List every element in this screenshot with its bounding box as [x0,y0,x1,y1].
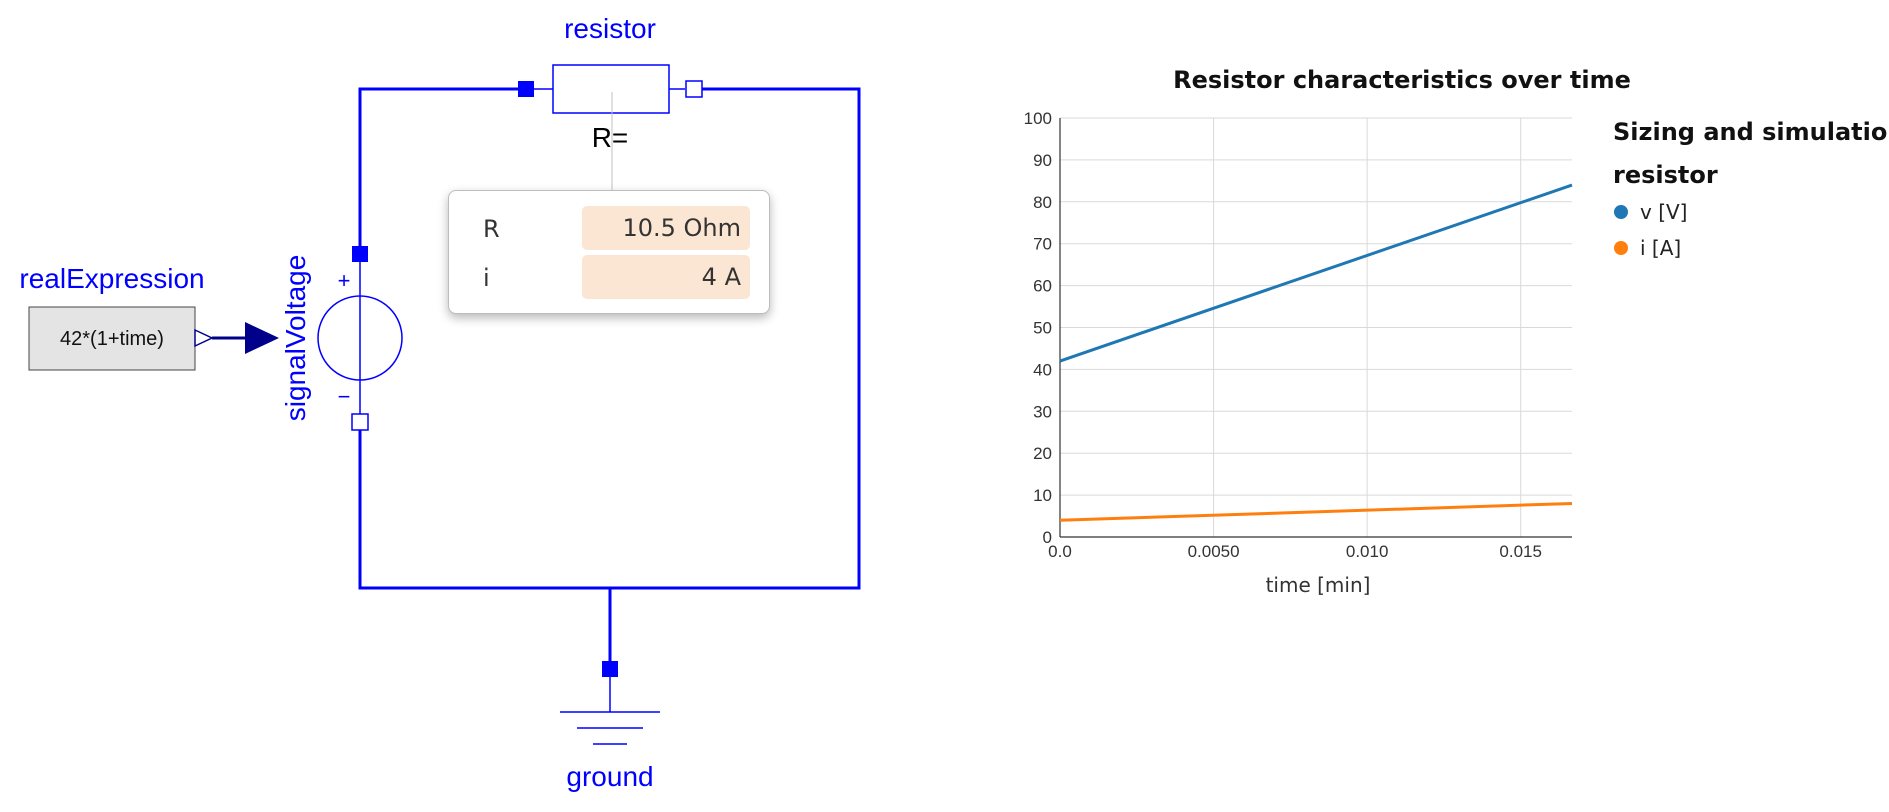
real-expression-output-icon [194,328,214,348]
y-tick-label: 70 [1033,235,1052,254]
y-tick-label: 0 [1043,528,1052,547]
y-tick-label: 100 [1024,109,1052,128]
popup-row-value[interactable]: 10.5 Ohm [582,206,750,250]
chart-grid [1060,117,1572,537]
chart-legend: Sizing and simulation resistor v [V] i [A… [1613,118,1889,260]
y-tick-label: 40 [1033,360,1052,379]
chart-y-ticks: 0 10 20 30 40 50 60 70 80 90 100 [1024,109,1052,547]
minus-sign: − [338,384,351,409]
real-expression-label: realExpression [19,263,204,294]
ground-port[interactable] [602,661,618,677]
signal-voltage-label: signalVoltage [280,255,311,422]
chart-x-axis-label: time [min] [1266,573,1371,597]
real-expression-value: 42*(1+time) [60,328,164,350]
x-tick-label: 0.0050 [1188,542,1240,561]
x-tick-label: 0.010 [1346,542,1389,561]
popup-row-name: i [483,264,490,292]
resistor-body [552,64,670,114]
legend-title-line2: resistor [1613,161,1718,189]
legend-item-label: i [A] [1640,236,1681,260]
legend-title-line1: Sizing and simulation [1613,118,1889,146]
resistor-port-n[interactable] [685,80,703,98]
legend-item-label: v [V] [1640,200,1687,224]
resistor-port-p[interactable] [518,81,534,97]
signal-voltage-port-p[interactable] [352,246,368,262]
ground-component[interactable] [560,661,660,745]
chart-x-ticks: 0.0 0.0050 0.010 0.015 [1048,542,1542,561]
y-tick-label: 20 [1033,444,1052,463]
signal-voltage-port-n[interactable] [351,413,369,431]
resistor-component[interactable] [518,64,703,114]
popup-row-current: i 4 A [449,255,769,299]
x-tick-label: 0.015 [1499,542,1542,561]
popup-row-value[interactable]: 4 A [582,255,750,299]
signal-voltage-component[interactable] [317,246,403,431]
series-line-1[interactable] [1059,501,1573,522]
y-tick-label: 80 [1033,193,1052,212]
x-tick-label: 0.0 [1048,542,1072,561]
ground-label: ground [566,761,653,792]
chart-axes [1059,118,1572,538]
legend-marker [1614,241,1628,255]
resistor-label: resistor [564,13,656,44]
y-tick-label: 10 [1033,486,1052,505]
plus-sign: + [338,268,351,293]
resistor-param-label: R= [592,122,629,153]
series-line-0[interactable] [1059,183,1573,363]
popup-row-name: R [483,215,500,243]
parameter-popup: R 10.5 Ohm i 4 A [448,190,770,314]
chart-title: Resistor characteristics over time [1173,66,1631,94]
chart-series [1059,183,1573,522]
legend-marker [1614,205,1628,219]
circuit-wires [358,87,861,670]
y-tick-label: 90 [1033,151,1052,170]
circuit-diagram: resistor R= + − signalVoltage 42*(1+time… [19,13,861,792]
wire-top-right [358,87,861,590]
y-tick-label: 30 [1033,402,1052,421]
y-tick-label: 60 [1033,277,1052,296]
wire-top-left [358,87,523,254]
signal-input-arrow-icon [245,322,279,354]
popup-row-resistance: R 10.5 Ohm [449,206,769,250]
real-expression-box [28,306,196,371]
y-tick-label: 50 [1033,319,1052,338]
real-expression-component[interactable] [28,306,214,371]
